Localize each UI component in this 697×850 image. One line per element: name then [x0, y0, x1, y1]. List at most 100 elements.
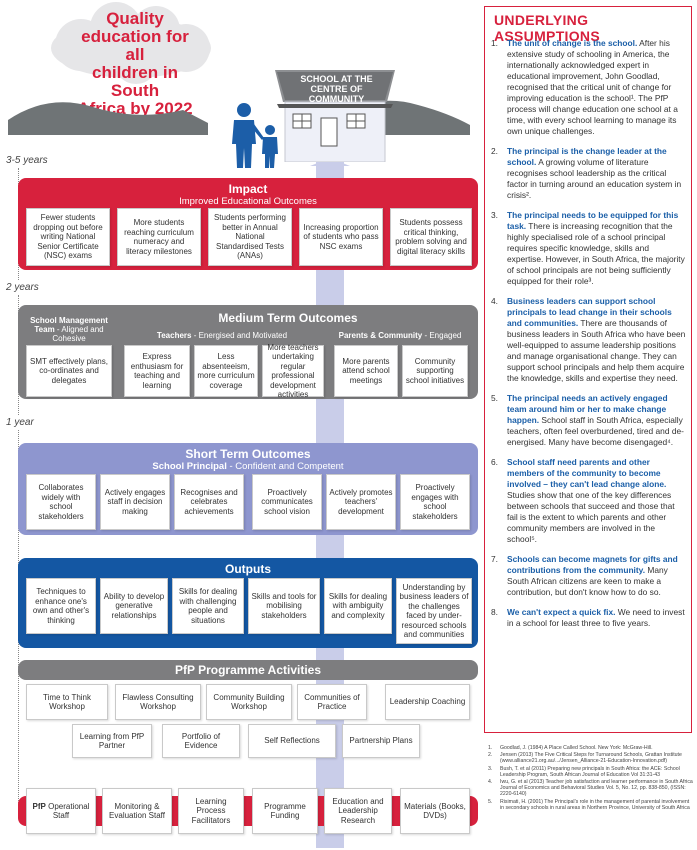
assumption-heading: The principal is the change leader at th… [507, 146, 667, 167]
short-term-card: Proactively communicates school vision [252, 474, 322, 530]
assumption-item: 7. Schools can become magnets for gifts a… [491, 554, 687, 598]
smt-heading: School Management Team [30, 316, 108, 334]
assumption-body: We need to invest in a school for least … [507, 607, 685, 628]
input-card: Education and Leadership Research [324, 788, 392, 834]
input-card: Monitoring & Evaluation Staff [102, 788, 172, 834]
assumption-item: 2.The principal is the change leader at … [491, 146, 687, 201]
activity-card: Leadership Coaching [385, 684, 470, 720]
impact-card: Students possess critical thinking, prob… [390, 208, 472, 266]
assumption-item: 4.Business leaders can support school pr… [491, 296, 687, 384]
hero-title-line: Quality [106, 9, 164, 28]
short-term-card: Collaborates widely with school stakehol… [26, 474, 96, 530]
teachers-subheading: Teachers - Energised and Motivated [122, 331, 322, 343]
reference-item: 5.Risimati, H. (2001) The Principal's ro… [488, 799, 693, 811]
parents-heading-sub: - Engaged [422, 331, 462, 340]
medium-term-card: More teachers undertaking regular profes… [262, 343, 324, 399]
medium-term-card: SMT effectively plans, co-ordinates and … [26, 345, 112, 397]
smt-subheading: School Management Team - Aligned and Coh… [22, 316, 116, 343]
parents-heading: Parents & Community [338, 331, 423, 340]
short-term-card: Proactively engages with school stakehol… [400, 474, 470, 530]
timeline-label: 1 year [6, 417, 34, 428]
outputs-title: Outputs [225, 562, 271, 576]
activity-card: Communities of Practice [297, 684, 367, 720]
input-card: PfP Operational Staff [26, 788, 96, 834]
hero-title-line: education for all [81, 27, 189, 64]
references-list: 1.Goodlad, J. (1984) A Place Called Scho… [488, 745, 693, 812]
output-card: Understanding by business leaders of the… [396, 578, 472, 644]
output-card: Skills for dealing with ambiguity and co… [324, 578, 392, 634]
short-term-subtitle-head: School Principal [152, 461, 227, 472]
assumption-heading: School staff need parents and other memb… [507, 457, 667, 489]
reference-item: 2. Jensen (2013) The Five Critical Steps … [488, 752, 693, 764]
input-card-bold: PfP [32, 801, 46, 811]
impact-card: Increasing proportion of students who pa… [299, 208, 383, 266]
assumption-body: School staff in South Africa, especially… [507, 415, 684, 447]
assumption-body: There is increasing recognition that the… [507, 221, 685, 286]
assumptions-title: UNDERLYING ASSUMPTIONS [494, 12, 600, 44]
assumption-item: 8. We can't expect a quick fix. We need t… [491, 607, 687, 629]
assumption-body: After his extensive study of schooling i… [507, 38, 678, 136]
output-card: Skills for dealing with challenging peop… [172, 578, 244, 634]
teachers-heading: Teachers [156, 331, 192, 340]
assumption-heading: The unit of change is the school. [507, 38, 638, 48]
assumption-body: A growing volume of literature recognise… [507, 157, 682, 200]
cloud-illustration [51, 2, 211, 84]
assumption-item: 5.The principal needs an actively engage… [491, 393, 687, 448]
reference-number: 3. [488, 765, 493, 772]
assumption-number: 1. [491, 38, 498, 48]
short-term-card: Actively promotes teachers' development [326, 474, 396, 530]
teachers-heading-sub: - Energised and Motivated [191, 331, 288, 340]
parents-subheading: Parents & Community - Engaged [330, 331, 470, 343]
output-card: Ability to develop generative relationsh… [100, 578, 168, 634]
timeline-label: 3-5 years [6, 155, 48, 166]
assumption-number: 4. [491, 296, 498, 306]
input-card-rest: Operational Staff [45, 801, 90, 821]
school-label-line: CENTRE OF COMMUNITY [308, 84, 365, 104]
activity-card: Partnership Plans [342, 724, 420, 758]
activity-card: Portfolio of Evidence [162, 724, 240, 758]
input-card: Programme Funding [252, 788, 318, 834]
activity-card: Community Building Workshop [206, 684, 292, 720]
timeline-label: 2 years [6, 282, 39, 293]
short-term-title: Short Term Outcomes [185, 447, 311, 461]
assumption-number: 8. [491, 607, 498, 617]
school-label: SCHOOL AT THE CENTRE OF COMMUNITY [284, 74, 389, 104]
medium-term-title: Medium Term Outcomes [218, 311, 358, 325]
medium-term-card: More parents attend school meetings [334, 345, 398, 397]
reference-item: 3.Bush, T. et al (2011) Preparing new pr… [488, 766, 693, 778]
short-term-subtitle: School Principal - Confident and Compete… [18, 461, 478, 472]
reference-item: 4. Iwu, G. et al (2013) Teacher job satis… [488, 779, 693, 798]
output-card: Techniques to enhance one's own and othe… [26, 578, 96, 634]
input-card: Learning Process Facilitators [178, 788, 244, 834]
reference-text: Iwu, G. et al (2013) Teacher job satisfa… [500, 779, 693, 798]
impact-subtitle: Improved Educational Outcomes [179, 196, 317, 207]
reference-text: Jensen (2013) The Five Critical Steps fo… [500, 752, 682, 765]
reference-text: Goodlad, J. (1984) A Place Called School… [500, 745, 653, 751]
assumption-item: 1. The unit of change is the school. Afte… [491, 38, 687, 137]
impact-card: More students reaching curriculum numera… [117, 208, 201, 266]
activity-card: Learning from PfP Partner [72, 724, 152, 758]
short-term-card: Recognises and celebrates achievements [174, 474, 244, 530]
impact-card: Students performing better in Annual Nat… [208, 208, 292, 266]
assumption-heading: Schools can become magnets for gifts and… [507, 554, 678, 575]
short-term-subtitle-rest: - Confident and Competent [226, 461, 344, 472]
activities-title: PfP Programme Activities [174, 663, 322, 677]
parent-child-icon [232, 103, 278, 168]
activity-card: Time to Think Workshop [26, 684, 108, 720]
reference-item: 1.Goodlad, J. (1984) A Place Called Scho… [488, 745, 693, 751]
school-building-illustration [275, 70, 395, 162]
activity-card: Self Reflections [248, 724, 336, 758]
output-card: Skills and tools for mobilising stakehol… [248, 578, 320, 634]
medium-term-card: Community supporting school initiatives [402, 345, 468, 397]
hero-title: Quality education for all children in So… [70, 10, 200, 118]
reference-number: 5. [488, 798, 493, 805]
reference-number: 4. [488, 779, 493, 786]
assumption-item: 6.School staff need parents and other me… [491, 457, 687, 545]
assumption-item: 3.The principal needs to be equipped for… [491, 210, 687, 287]
input-card: Materials (Books, DVDs) [400, 788, 470, 834]
reference-number: 2. [488, 752, 493, 759]
school-label-line: SCHOOL AT THE [300, 74, 373, 84]
impact-card: Fewer students dropping out before writi… [26, 208, 110, 266]
assumption-number: 7. [491, 554, 498, 564]
assumption-heading: We can't expect a quick fix. [507, 607, 616, 617]
